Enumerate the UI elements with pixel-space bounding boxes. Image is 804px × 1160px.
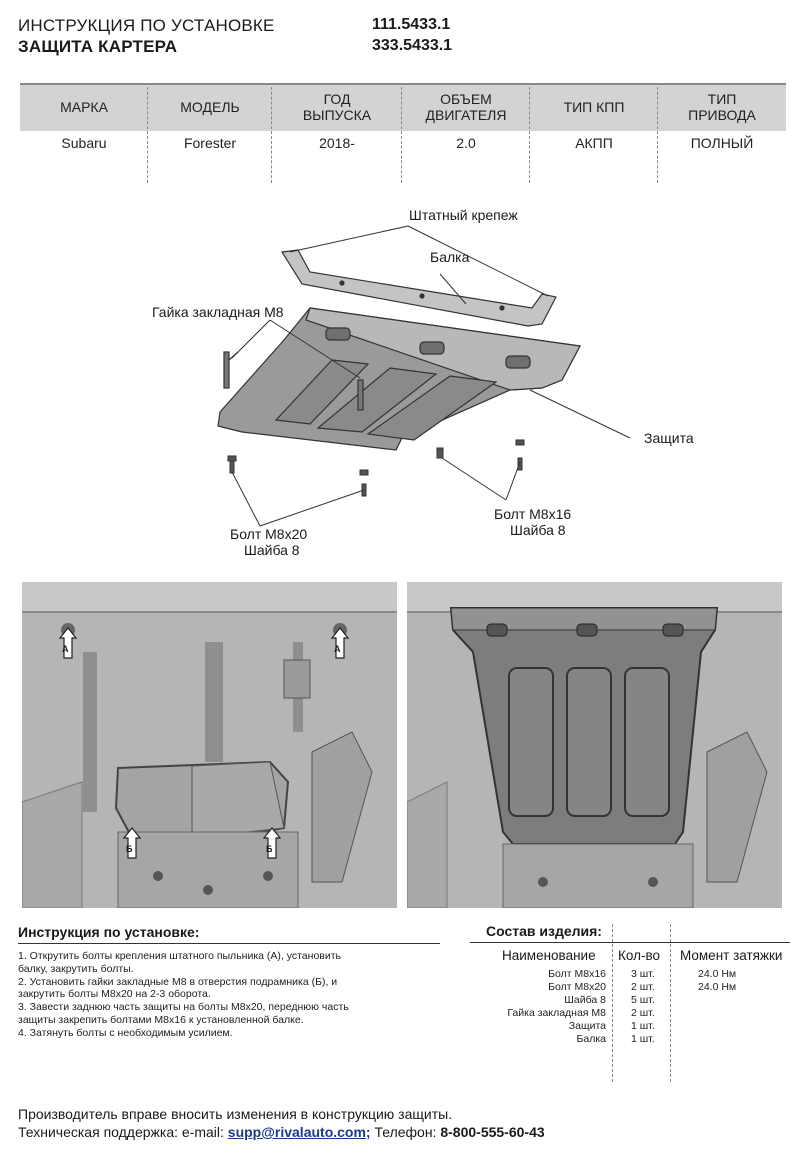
column-divider: [271, 87, 272, 183]
composition-item-torque: 24.0 Нм: [698, 981, 737, 993]
composition-item-name: Болт М8х16: [548, 968, 606, 980]
bolt-m8x16-left: [436, 447, 444, 459]
spec-value-gearbox: АКПП: [575, 135, 613, 151]
instructions-divider: [18, 943, 440, 944]
composition-item-name: Защита: [568, 1020, 606, 1032]
spec-header-year-2: ВЫПУСКА: [302, 107, 372, 123]
beam-part: [280, 249, 557, 327]
spec-value-engine: 2.0: [456, 135, 476, 151]
embedded-nut-right: [357, 379, 364, 411]
column-divider: [401, 87, 402, 183]
column-divider: [147, 87, 148, 183]
label-embedded-nut: Гайка закладная М8: [152, 304, 284, 320]
composition-item-qty: 3 шт.: [631, 968, 655, 980]
composition-item-name: Болт М8х20: [548, 981, 606, 993]
spec-header-model: МОДЕЛЬ: [180, 99, 240, 115]
composition-item-name: Гайка закладная М8: [507, 1007, 606, 1019]
marker-a-right: А: [334, 644, 341, 654]
spec-header-engine-2: ДВИГАТЕЛЯ: [425, 107, 507, 123]
spec-value-brand: Subaru: [61, 135, 107, 151]
composition-quantities: 3 шт. 2 шт. 5 шт. 2 шт. 1 шт. 1 шт.: [631, 968, 655, 1046]
column-divider: [529, 87, 530, 183]
doc-title: ИНСТРУКЦИЯ ПО УСТАНОВКЕ: [18, 16, 275, 35]
composition-col-divider: [670, 924, 671, 1082]
spec-header-engine-1: ОБЪЕМ: [440, 91, 492, 107]
spec-col-model: МОДЕЛЬ Forester: [148, 83, 272, 183]
spec-header-brand: МАРКА: [60, 99, 108, 115]
label-beam: Балка: [430, 249, 470, 265]
composition-title: Состав изделия:: [486, 923, 602, 939]
instructions-list: 1. Открутить болты крепления штатного пы…: [18, 950, 438, 1040]
footer-disclaimer: Производитель вправе вносить изменения в…: [18, 1106, 453, 1122]
label-standard-fastener: Штатный крепеж: [409, 207, 518, 223]
label-washer-8-left: Шайба 8: [244, 542, 300, 558]
underbody-photo-before: [22, 582, 397, 908]
instruction-line: 2. Установить гайки закладные М8 в отвер…: [18, 975, 338, 988]
composition-divider: [470, 942, 790, 943]
bolt-m8x20-right: [359, 469, 369, 497]
instructions-title: Инструкция по установке:: [18, 924, 200, 940]
marker-a-left: А: [62, 644, 69, 654]
footer-support: Техническая поддержка: e-mail: supp@riva…: [18, 1124, 545, 1140]
spec-value-drive: ПОЛНЫЙ: [690, 135, 754, 151]
support-phone: 8-800-555-60-43: [440, 1124, 545, 1140]
column-divider: [657, 87, 658, 183]
composition-header-name: Наименование: [502, 948, 596, 963]
leader-lines: [231, 225, 631, 527]
composition-torques: 24.0 Нм 24.0 Нм: [698, 968, 736, 994]
support-label: Техническая поддержка: e-mail:: [18, 1124, 228, 1140]
composition-item-torque: 24.0 Нм: [698, 968, 737, 980]
marker-b-left: Б: [126, 844, 133, 854]
photo-after-install: [407, 582, 782, 908]
spec-col-gearbox: ТИП КПП АКПП: [530, 83, 658, 183]
spec-col-brand: МАРКА Subaru: [20, 83, 148, 183]
instruction-line: 3. Завести заднюю часть защиты на болты …: [18, 1001, 349, 1014]
spec-value-model: Forester: [183, 135, 237, 151]
assembly-drawing: [217, 225, 631, 527]
instruction-line: 4. Затянуть болты с необходимым усилием.: [18, 1026, 233, 1039]
spec-header-gearbox: ТИП КПП: [563, 99, 625, 115]
composition-item-qty: 5 шт.: [631, 994, 655, 1006]
support-email-link[interactable]: supp@rivalauto.com;: [227, 1124, 371, 1140]
instruction-line: 1. Открутить болты крепления штатного пы…: [18, 950, 342, 962]
label-washer-8-right: Шайба 8: [510, 522, 566, 538]
label-bolt-m8x20: Болт М8х20: [230, 526, 308, 542]
label-guard: Защита: [644, 430, 694, 446]
marker-b-right: Б: [266, 844, 273, 854]
embedded-nut-left: [223, 351, 239, 389]
instruction-line: закрутить болты М8х20 на 2-3 оборота.: [18, 988, 211, 1001]
guard-plate: [217, 307, 581, 451]
composition-item-qty: 2 шт.: [631, 1007, 655, 1019]
label-bolt-m8x16: Болт М8х16: [494, 506, 572, 522]
underbody-photo-after: [407, 582, 782, 908]
article-code-2: 333.5433.1: [372, 37, 453, 54]
bolt-m8x16-right: [515, 439, 525, 471]
composition-col-divider: [612, 924, 613, 1082]
composition-item-qty: 1 шт.: [631, 1033, 655, 1045]
assembly-diagram: Штатный крепеж Балка Гайка закладная М8 …: [150, 200, 710, 570]
doc-subtitle: ЗАЩИТА КАРТЕРА: [18, 37, 178, 56]
phone-label: Телефон:: [370, 1124, 441, 1140]
photo-before-install: А А Б Б: [22, 582, 397, 908]
instruction-line: балку, закрутить болты.: [18, 962, 134, 975]
composition-names: Болт М8х16 Болт М8х20 Шайба 8 Гайка закл…: [470, 968, 606, 1046]
bolt-m8x20-left: [227, 455, 237, 474]
spec-header-drive-2: ПРИВОДА: [688, 107, 756, 123]
composition-header-torque: Момент затяжки: [680, 948, 783, 963]
spec-value-year: 2018-: [319, 135, 355, 151]
instruction-line: защиты закрепить болтами М8х16 к установ…: [18, 1013, 304, 1026]
article-code-1: 111.5433.1: [372, 16, 451, 33]
spec-header-year-1: ГОД: [323, 91, 351, 107]
composition-item-qty: 2 шт.: [631, 981, 655, 993]
composition-item-qty: 1 шт.: [631, 1020, 655, 1032]
composition-item-name: Балка: [576, 1033, 606, 1045]
composition-item-name: Шайба 8: [564, 994, 606, 1006]
composition-header-qty: Кол-во: [618, 948, 660, 963]
spec-header-drive-1: ТИП: [707, 91, 737, 107]
